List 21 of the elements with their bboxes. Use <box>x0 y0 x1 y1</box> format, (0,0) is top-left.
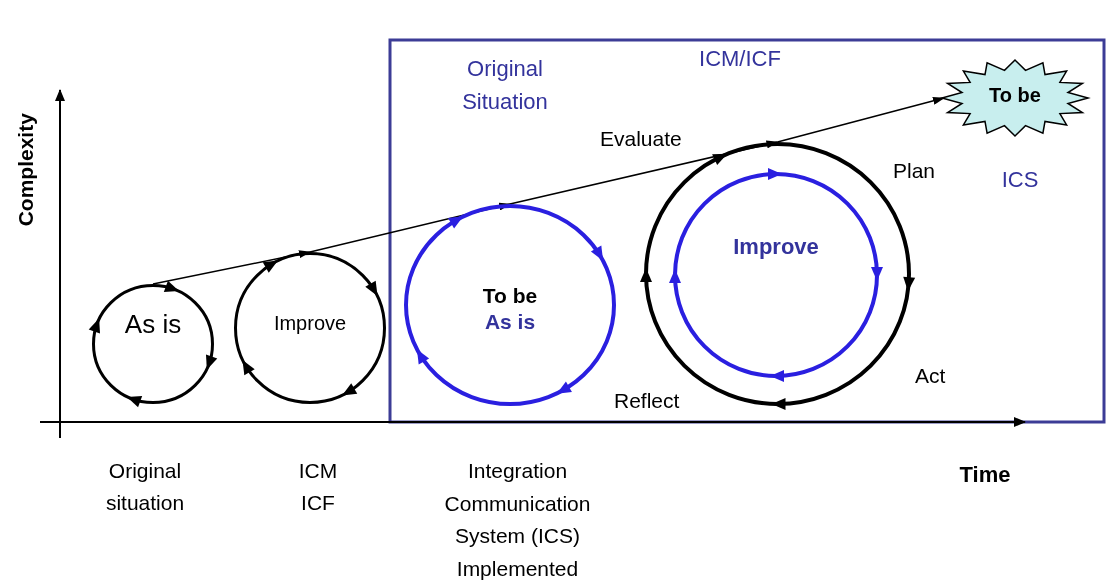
axis-label: Time <box>958 461 1012 489</box>
cycle-step-label: Act <box>915 363 946 389</box>
arrow <box>776 96 945 143</box>
stage-label: Integration Communication System (ICS) Implemented <box>443 458 592 582</box>
arrow <box>509 140 779 205</box>
phase-label: ICM/ICF <box>698 45 782 73</box>
axis-label: Complexity <box>13 112 39 229</box>
node-text: To be <box>481 284 539 309</box>
stage-label: ICM ICF <box>297 458 339 516</box>
cycle-step-label: Plan <box>893 158 936 184</box>
node-text: Improve <box>272 312 348 335</box>
arrow <box>152 250 311 285</box>
cycle-step-label: Reflect <box>614 388 680 414</box>
phase-label: ICS <box>1000 166 1040 194</box>
stage-label: Original situation <box>104 458 186 516</box>
node-text: As is <box>123 310 183 340</box>
phase-label: Original Situation <box>461 55 549 116</box>
node-text: As is <box>483 310 537 335</box>
node-text: To be <box>988 84 1042 107</box>
cycle-step-label: Evaluate <box>600 126 682 152</box>
node-text: Improve <box>732 234 820 260</box>
